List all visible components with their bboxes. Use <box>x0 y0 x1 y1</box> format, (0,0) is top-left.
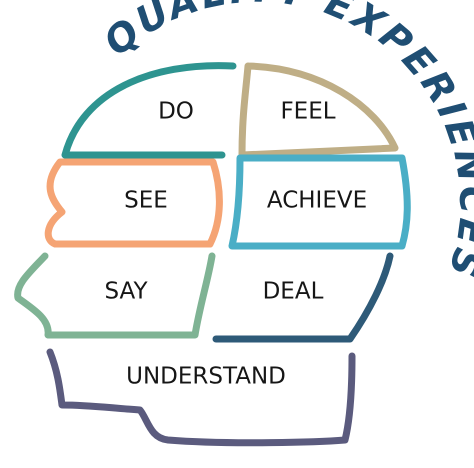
deal-segment-outline <box>212 252 394 343</box>
label-see: SEE <box>124 188 168 214</box>
do-segment-outline <box>61 62 237 159</box>
label-achieve: ACHIEVE <box>267 188 367 214</box>
feel-segment-outline <box>238 62 399 159</box>
label-deal: DEAL <box>263 279 324 305</box>
label-understand: UNDERSTAND <box>126 364 286 390</box>
label-say: SAY <box>104 279 148 305</box>
achieve-segment-outline <box>228 154 411 250</box>
label-feel: FEEL <box>280 99 335 125</box>
say-segment-outline <box>14 252 216 339</box>
label-do: DO <box>158 99 194 125</box>
understand-segment-outline <box>46 348 356 447</box>
see-segment-outline <box>44 158 223 248</box>
